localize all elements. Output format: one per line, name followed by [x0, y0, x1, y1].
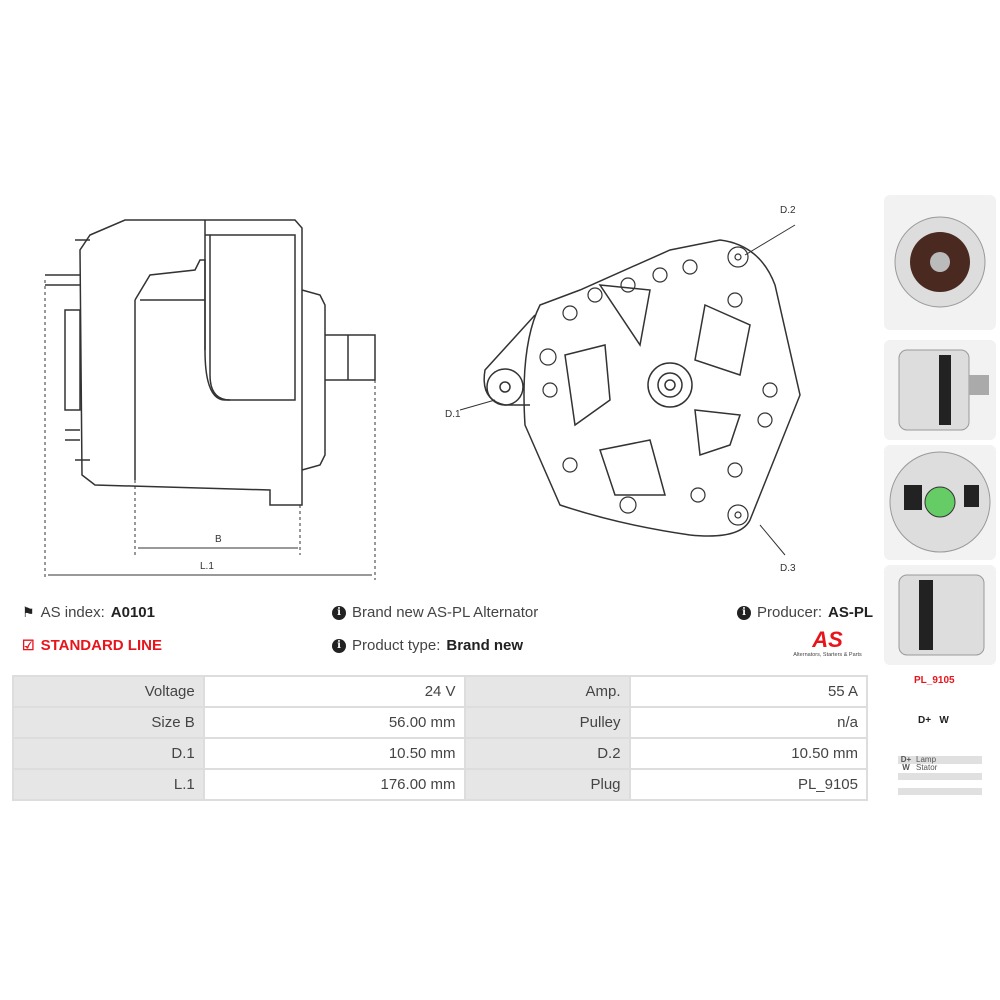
plug-terminals: D+ W [918, 715, 949, 726]
spec-label: Voltage [12, 675, 205, 708]
spec-value: n/a [628, 706, 869, 739]
spec-value: 55 A [628, 675, 869, 708]
spec-label: L.1 [12, 768, 205, 801]
front-view-drawing: D.2 D.1 D.3 [445, 205, 801, 574]
spec-label: D.1 [12, 737, 205, 770]
product-type-value: Brand new [446, 637, 524, 654]
producer-label: Producer: [757, 604, 823, 621]
plug-legend: D+ Lamp W Stator [898, 756, 982, 795]
dim-d1-label: D.1 [445, 409, 461, 420]
checkbox-icon: ☑ [22, 637, 35, 653]
plug-name: PL_9105 [914, 675, 955, 686]
product-photo-rear[interactable] [884, 445, 996, 560]
product-type: i Product type: Brand new [332, 637, 523, 654]
product-photo-side[interactable] [884, 340, 996, 440]
legend-terminal: W [902, 763, 910, 772]
spec-value: 176.00 mm [202, 768, 466, 801]
product-photo-side-2[interactable] [884, 565, 996, 665]
spec-value: 24 V [202, 675, 466, 708]
product-type-label: Product type: [352, 637, 441, 654]
producer: i Producer: AS-PL [737, 604, 873, 621]
as-index: ⚑ AS index: A0101 [22, 604, 155, 621]
spec-label: Plug [463, 768, 631, 801]
tags-icon: ⚑ [22, 604, 35, 620]
spec-value: 10.50 mm [202, 737, 466, 770]
spec-label: Amp. [463, 675, 631, 708]
spec-label: Size B [12, 706, 205, 739]
legend-row: D+ Lamp [898, 756, 982, 764]
legend-desc: Lamp [916, 755, 937, 764]
description-text: Brand new AS-PL Alternator [352, 604, 539, 621]
producer-value: AS-PL [828, 604, 874, 621]
info-icon: i [737, 605, 751, 620]
as-index-label: AS index: [40, 604, 105, 621]
dim-b-label: B [215, 534, 222, 545]
info-icon: i [332, 605, 346, 620]
info-icon: i [332, 638, 346, 653]
side-view-drawing: B L.1 [44, 219, 376, 580]
spec-label: D.2 [463, 737, 631, 770]
standard-line-badge: ☑ STANDARD LINE [22, 637, 162, 654]
as-index-value: A0101 [110, 604, 155, 621]
legend-desc: Stator [916, 763, 938, 772]
logo-text: AS [812, 627, 843, 652]
dim-d2-label: D.2 [780, 205, 796, 216]
legend-terminal: D+ [900, 755, 912, 764]
legend-row-empty [898, 788, 982, 795]
legend-row: W Stator [898, 764, 982, 772]
standard-line-label: STANDARD LINE [40, 637, 162, 654]
as-logo: AS Alternators, Starters & Parts [785, 627, 870, 659]
legend-row-empty [898, 773, 982, 780]
spec-value: PL_9105 [628, 768, 869, 801]
description: i Brand new AS-PL Alternator [332, 604, 538, 621]
spec-label: Pulley [463, 706, 631, 739]
dim-l1-label: L.1 [200, 561, 214, 572]
spec-value: 10.50 mm [628, 737, 869, 770]
logo-tagline: Alternators, Starters & Parts [793, 652, 862, 658]
product-photo-front[interactable] [884, 195, 996, 330]
spec-value: 56.00 mm [202, 706, 466, 739]
dim-d3-label: D.3 [780, 563, 796, 574]
